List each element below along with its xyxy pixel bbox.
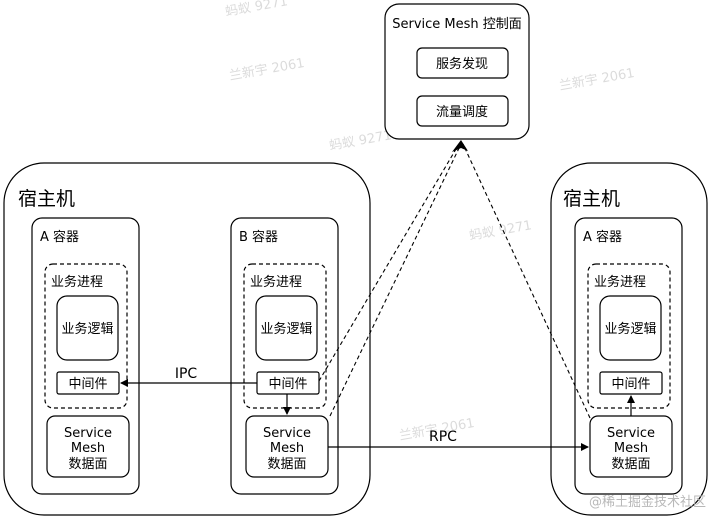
middleware-box: [599, 371, 663, 395]
mesh-label-line3: 数据面: [68, 457, 107, 472]
mesh-label-line3: 数据面: [267, 457, 306, 472]
host-right: 宿主机 A 容器 业务进程 业务逻辑 中间件 Service Mesh 数据面: [550, 162, 708, 516]
watermark: 兰新宇 2061: [558, 65, 636, 94]
traffic-scheduling-box: [416, 95, 509, 127]
control-plane-arrowhead: [452, 140, 468, 152]
control-plane: Service Mesh 控制面 服务发现 流量调度: [384, 3, 530, 140]
container-a-left: A 容器 业务进程 业务逻辑 中间件 Service Mesh 数据面: [31, 217, 140, 495]
host-left: 宿主机 A 容器 业务进程 业务逻辑 中间件 Service Mesh 数据面 …: [3, 162, 371, 516]
container-a-title: A 容器: [583, 229, 622, 245]
middleware-label: 中间件: [611, 377, 650, 392]
business-process-label: 业务进程: [594, 274, 646, 290]
middleware-box: [56, 371, 120, 395]
control-link-right-mesh: [462, 143, 591, 419]
container-a-title: A 容器: [40, 229, 79, 245]
mesh-label-line2: Mesh: [614, 441, 648, 456]
mesh-label-line1: Service: [64, 426, 112, 441]
host-right-title: 宿主机: [563, 188, 620, 210]
mesh-data-plane-box: [46, 415, 130, 478]
traffic-scheduling-label: 流量调度: [436, 104, 488, 120]
mesh-label-line2: Mesh: [270, 441, 304, 456]
ipc-label: IPC: [175, 366, 198, 382]
business-process-box: [44, 263, 128, 409]
container-a-right: A 容器 业务进程 业务逻辑 中间件 Service Mesh 数据面: [574, 217, 683, 495]
business-process-box: [587, 263, 671, 409]
business-process-label: 业务进程: [51, 274, 103, 290]
business-process-box: [243, 263, 327, 409]
business-logic-label: 业务逻辑: [260, 321, 312, 337]
watermark: 兰新宇 2061: [228, 55, 306, 84]
watermark: 蚂蚁 9271: [468, 218, 533, 244]
mesh-label-line1: Service: [607, 426, 655, 441]
rpc-label: RPC: [429, 429, 457, 445]
service-discovery-box: [416, 47, 509, 79]
middleware-label: 中间件: [268, 377, 307, 392]
container-b-title: B 容器: [239, 229, 278, 245]
mesh-label-line2: Mesh: [71, 441, 105, 456]
business-logic-box: [255, 295, 318, 361]
credit-watermark: @稀土掘金技术社区: [589, 494, 706, 510]
business-logic-label: 业务逻辑: [604, 321, 656, 337]
middleware-label: 中间件: [68, 377, 107, 392]
business-logic-box: [56, 295, 119, 361]
container-b-left: B 容器 业务进程 业务逻辑 中间件 Service Mesh 数据面: [230, 217, 339, 495]
watermark: 蚂蚁 9271: [328, 128, 393, 154]
connectors: IPC RPC: [120, 140, 635, 451]
control-plane-title: Service Mesh 控制面: [392, 17, 522, 32]
control-link-b-mesh: [329, 143, 462, 417]
business-logic-label: 业务逻辑: [61, 321, 113, 337]
business-process-label: 业务进程: [250, 274, 302, 290]
service-discovery-label: 服务发现: [436, 56, 488, 72]
host-left-title: 宿主机: [18, 188, 75, 210]
mesh-label-line1: Service: [263, 426, 311, 441]
mesh-label-line3: 数据面: [611, 457, 650, 472]
control-link-b-middleware: [318, 143, 460, 382]
business-logic-box: [599, 295, 662, 361]
watermark: 蚂蚁 9271: [224, 0, 289, 20]
